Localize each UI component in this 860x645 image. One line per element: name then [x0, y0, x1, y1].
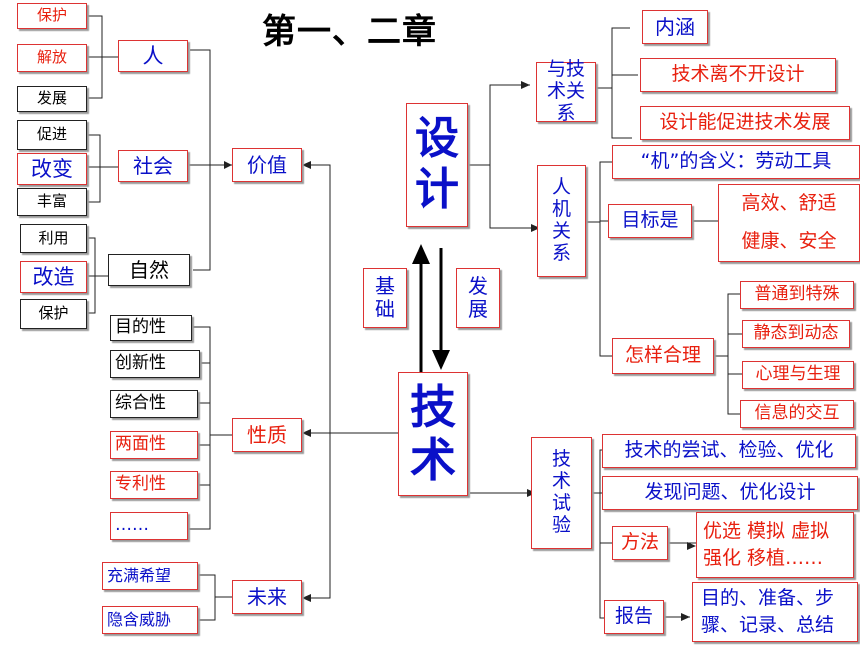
basis-label: 基础: [363, 268, 407, 328]
relation-promote: 设计能促进技术发展: [640, 106, 850, 140]
future-node: 未来: [232, 580, 302, 614]
report-detail: 目的、准备、步骤、记录、总结: [692, 582, 858, 642]
how-item-special: 普通到特殊: [740, 281, 854, 309]
goal-items: 高效、舒适 健康、安全: [718, 184, 860, 262]
goal-item-efficient: 高效、舒适: [741, 192, 837, 215]
property-duality: 两面性: [110, 431, 198, 459]
ergonomics-how: 怎样合理: [612, 338, 714, 374]
value-node: 价值: [232, 148, 302, 182]
page-title: 第一、二章: [262, 12, 437, 52]
ergonomics-meaning: “机”的含义：劳动工具: [612, 145, 860, 179]
nature-node: 自然: [108, 254, 190, 286]
trunk-value: [302, 164, 398, 434]
experiment-item-attempt: 技术的尝试、检验、优化: [602, 434, 856, 468]
how-item-interaction: 信息的交互: [740, 400, 854, 428]
society-item-enrich: 丰富: [17, 188, 87, 216]
nature-item-use: 利用: [20, 224, 87, 253]
properties-bracket: [188, 326, 211, 530]
ergonomics-goal: 目标是: [608, 204, 692, 238]
how-item-dynamic: 静态到动态: [742, 320, 850, 348]
ergonomics-node: 人机关系: [537, 165, 586, 277]
trunk-future: [302, 433, 331, 599]
design-ergonomics-link: [489, 165, 532, 229]
relation-inseparable: 技术离不开设计: [640, 58, 836, 92]
value-bracket: [190, 49, 211, 271]
experiment-method: 方法: [612, 526, 668, 560]
future-threat: 隐含威胁: [102, 606, 198, 634]
experiment-bracket: [599, 449, 604, 619]
up-arrow-head: [412, 244, 430, 264]
design-node: 设计: [406, 103, 468, 227]
person-node: 人: [118, 40, 188, 72]
experiment-item-problem: 发现问题、优化设计: [602, 476, 858, 510]
goal-item-health: 健康、安全: [741, 230, 837, 253]
relation-bracket: [611, 27, 632, 139]
down-arrow-head: [432, 350, 450, 370]
person-item-develop: 发展: [17, 86, 87, 112]
how-item-psychology: 心理与生理: [742, 361, 854, 389]
design-relation-link: [468, 84, 530, 166]
future-hope: 充满希望: [102, 562, 198, 590]
property-purpose: 目的性: [110, 315, 192, 341]
experiment-ticks: [600, 492, 612, 544]
society-item-promote: 促进: [17, 120, 87, 150]
ergonomics-bracket: [599, 161, 612, 357]
technology-node: 技术: [398, 372, 468, 496]
experiment-node: 技术试验: [531, 437, 592, 549]
property-innovation: 创新性: [110, 350, 200, 378]
relation-node: 与技术关系: [536, 58, 596, 124]
how-bracket: [727, 293, 740, 415]
property-patent: 专利性: [110, 471, 198, 499]
how-ticks: [728, 333, 742, 375]
experiment-report: 报告: [604, 600, 664, 634]
relation-connotation: 内涵: [642, 10, 708, 44]
properties-ticks: [198, 362, 210, 486]
development-label: 发展: [456, 268, 500, 328]
society-item-change: 改变: [17, 153, 87, 185]
method-detail: 优选 模拟 虚拟 强化 移植……: [696, 512, 854, 578]
nature-item-protect: 保护: [20, 299, 87, 329]
society-bracket: [87, 134, 101, 203]
nature-item-transform: 改造: [20, 261, 87, 293]
person-item-liberate: 解放: [17, 44, 87, 72]
property-more: ……: [110, 512, 188, 540]
future-bracket: [198, 574, 216, 621]
person-item-protect: 保护: [17, 3, 87, 29]
property-comprehensive: 综合性: [110, 390, 198, 418]
properties-node: 性质: [232, 418, 302, 452]
society-node: 社会: [118, 150, 188, 182]
